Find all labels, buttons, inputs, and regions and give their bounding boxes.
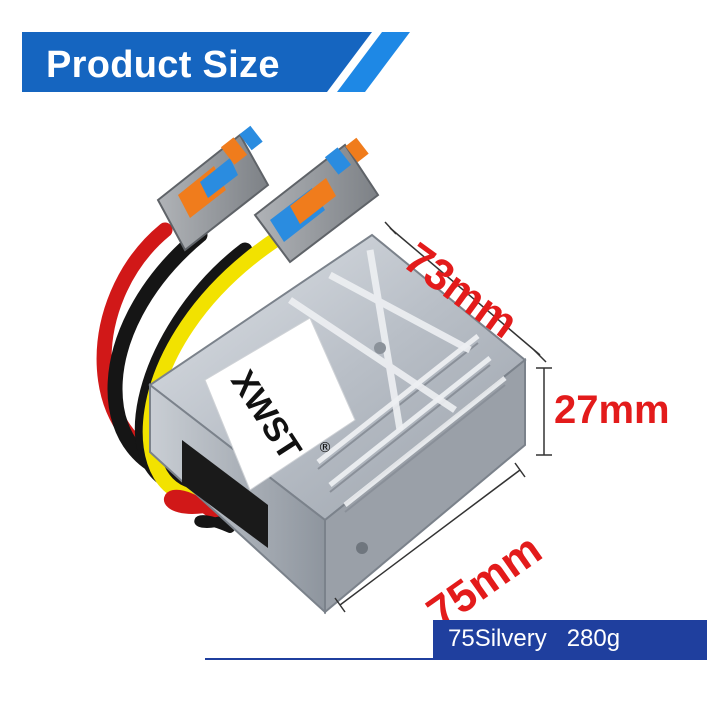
spec-underline <box>205 658 707 660</box>
wire-connector-right <box>253 137 380 264</box>
brand-label: XWST ® <box>204 317 356 491</box>
registered-mark: ® <box>318 440 332 456</box>
header-banner <box>22 32 422 92</box>
dimension-lines <box>334 221 552 613</box>
page-title: Product Size <box>46 44 280 86</box>
spec-bar <box>433 620 707 658</box>
spec-text: 75Silvery 280g <box>448 625 621 652</box>
dimension-height-label: 27mm <box>554 388 670 432</box>
wire-connector-left <box>156 125 270 252</box>
